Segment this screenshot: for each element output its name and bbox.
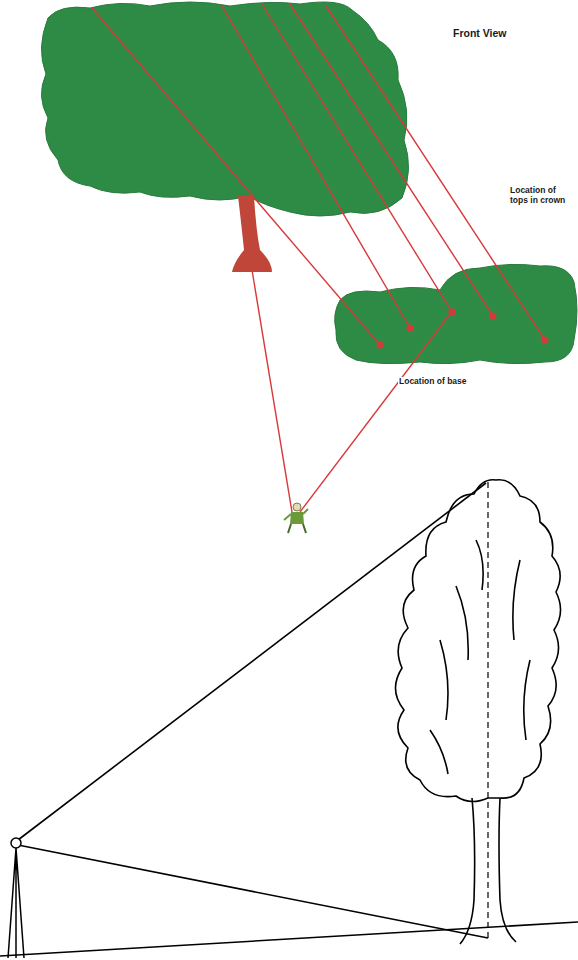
tree-axis xyxy=(487,482,488,942)
tree-crown xyxy=(41,2,408,216)
callout-label: Location of tops in crown xyxy=(509,186,575,206)
tree-outline xyxy=(395,480,560,944)
surveyor-figure xyxy=(284,503,308,533)
crown-plan-view xyxy=(335,264,577,363)
projection-lines xyxy=(92,4,545,512)
instrument-tripod xyxy=(8,838,24,958)
top-location-dots xyxy=(377,309,549,349)
tree-trunk xyxy=(232,196,272,272)
callout-label: Location of base xyxy=(398,377,468,387)
view-title: Front View xyxy=(452,27,507,39)
sight-lines xyxy=(0,483,578,956)
